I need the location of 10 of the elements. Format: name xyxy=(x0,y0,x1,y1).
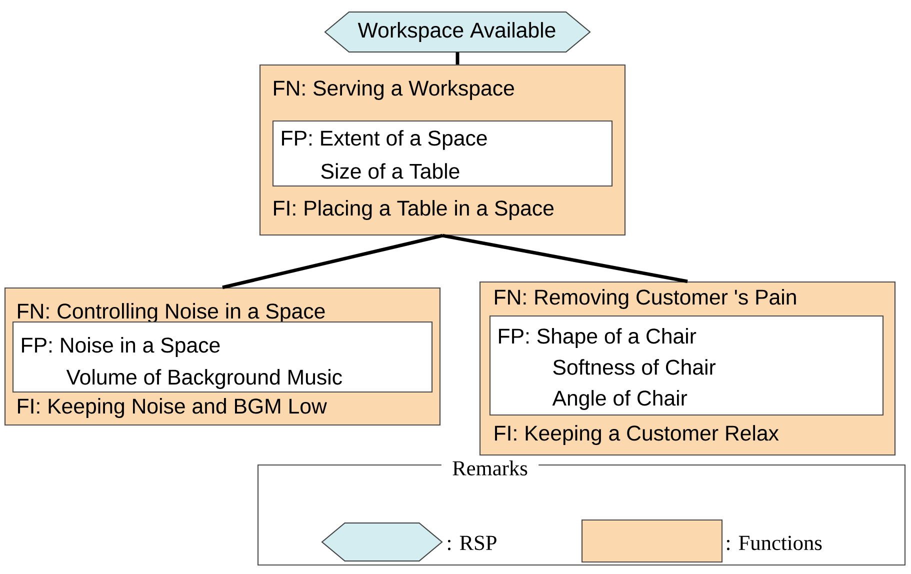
parameter-box: FP: Extent of a Space Size of a Table xyxy=(272,120,613,187)
connector-line xyxy=(222,234,443,290)
connector-line xyxy=(442,234,688,284)
legend-title: Remarks xyxy=(441,459,539,477)
parameter-box: FP: Noise in a Space Volume of Background Music xyxy=(12,321,433,393)
legend-text: : Functions xyxy=(726,536,822,550)
rsp-hexagon: Workspace Available xyxy=(324,11,591,53)
connector-line xyxy=(456,52,460,64)
parameter-box: FP: Shape of a Chair Softness of Chair Angle of Chair xyxy=(489,315,884,416)
legend-text: : RSP xyxy=(448,536,496,550)
